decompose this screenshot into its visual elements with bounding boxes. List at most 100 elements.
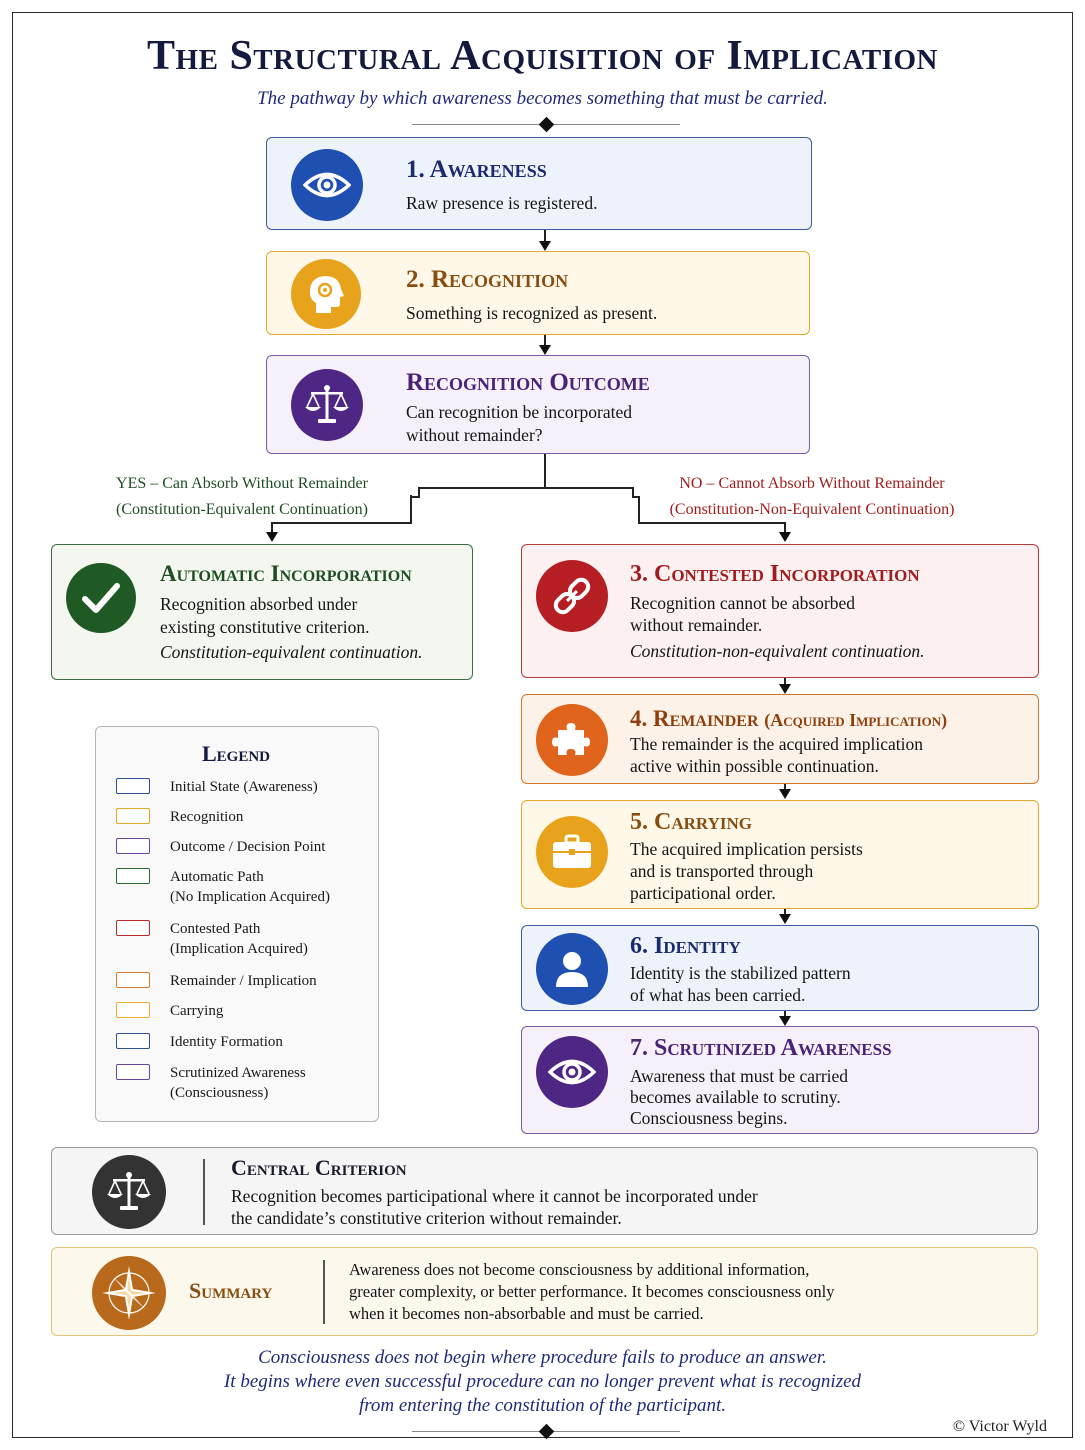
compass-star-icon: [92, 1256, 166, 1330]
legend-swatch: [116, 1064, 150, 1080]
scrutinized-title: 7. Scrutinized Awareness: [630, 1035, 892, 1061]
yes-branch-label: YES – Can Absorb Without Remainder (Cons…: [86, 471, 398, 523]
summary-text-line3: when it becomes non-absorbable and must …: [349, 1304, 704, 1323]
legend-label: Contested Path (Implication Acquired): [170, 921, 308, 957]
identity-text-line2: of what has been carried.: [630, 985, 806, 1005]
identity-box: 6. Identity Identity is the stabilized p…: [521, 925, 1039, 1011]
connector-line: [784, 678, 786, 685]
scrutinized-text-line1: Awareness that must be carried: [630, 1066, 849, 1086]
automatic-text-line3: Constitution-equivalent continuation.: [160, 642, 423, 662]
connector-line: [784, 909, 786, 915]
separator: [203, 1159, 205, 1225]
scrutinized-text-line3: Consciousness begins.: [630, 1108, 788, 1128]
connector-line: [632, 487, 634, 497]
legend-label: Automatic Path (No Implication Acquired): [170, 869, 330, 905]
remainder-title-suffix: (Acquired Implication): [764, 710, 948, 730]
connector-line: [638, 522, 786, 524]
remainder-text-line1: The remainder is the acquired implicatio…: [630, 734, 924, 754]
awareness-title: 1. Awareness: [406, 156, 547, 183]
no-branch-line1: NO – Cannot Absorb Without Remainder: [679, 475, 945, 492]
page-subtitle: The pathway by which awareness becomes s…: [257, 88, 828, 109]
carrying-box: 5. Carrying The acquired implication per…: [521, 800, 1039, 909]
remainder-title-main: 4. Remainder: [630, 706, 759, 731]
scales-icon: [92, 1155, 166, 1229]
remainder-box: 4. Remainder (Acquired Implication) The …: [521, 694, 1039, 784]
carrying-title: 5. Carrying: [630, 809, 752, 835]
scales-icon: [291, 369, 363, 441]
legend-swatch: [116, 868, 150, 884]
carrying-text-line2: and is transported through: [630, 861, 814, 881]
no-branch-line2: (Constitution-Non-Equivalent Continuatio…: [669, 501, 955, 518]
connector-line: [638, 496, 640, 523]
remainder-title: 4. Remainder (Acquired Implication): [630, 706, 947, 732]
briefcase-icon: [536, 816, 608, 888]
carrying-text-line3: participational order.: [630, 883, 776, 903]
contested-text-line1: Recognition cannot be absorbed: [630, 593, 856, 613]
carrying-text-line1: The acquired implication persists: [630, 839, 863, 859]
summary-box: Summary Awareness does not become consci…: [51, 1247, 1038, 1336]
contested-title: 3. Contested Incorporation: [630, 561, 920, 587]
connector-line: [784, 784, 786, 790]
footer-quote-line2: It begins where even successful procedur…: [223, 1371, 862, 1392]
yes-branch-line2: (Constitution-Equivalent Continuation): [116, 501, 368, 518]
footer-quote-line3: from entering the constitution of the pa…: [358, 1395, 727, 1416]
legend-swatch: [116, 920, 150, 936]
connector-line: [784, 522, 786, 532]
outcome-text-line2: without remainder?: [406, 425, 543, 445]
scrutinized-text-line2: becomes available to scrutiny.: [630, 1087, 841, 1107]
awareness-text: Raw presence is registered.: [406, 193, 598, 213]
connector-line: [418, 487, 420, 497]
central-text-line1: Recognition becomes participational wher…: [231, 1186, 758, 1206]
legend-label: Outcome / Decision Point: [170, 839, 326, 855]
legend-swatch: [116, 1002, 150, 1018]
connector-line: [544, 230, 546, 242]
identity-title: 6. Identity: [630, 933, 741, 959]
arrow-down-icon: [539, 345, 551, 355]
footer-quote-line1: Consciousness does not begin where proce…: [258, 1347, 827, 1368]
outcome-text-line1: Can recognition be incorporated: [406, 402, 632, 422]
connector-line: [418, 487, 634, 489]
eye-icon: [536, 1036, 608, 1108]
legend-title: Legend: [201, 741, 271, 766]
connector-line: [544, 335, 546, 346]
arrow-down-icon: [779, 789, 791, 799]
legend-swatch: [116, 1033, 150, 1049]
recognition-box: 2. Recognition Something is recognized a…: [266, 251, 810, 335]
outcome-box: Recognition Outcome Can recognition be i…: [266, 355, 810, 454]
central-title: Central Criterion: [231, 1155, 407, 1180]
legend-swatch: [116, 972, 150, 988]
yes-branch-line1: YES – Can Absorb Without Remainder: [116, 475, 368, 492]
scrutinized-awareness-box: 7. Scrutinized Awareness Awareness that …: [521, 1026, 1039, 1134]
awareness-box: 1. Awareness Raw presence is registered.: [266, 137, 812, 230]
outcome-title: Recognition Outcome: [406, 369, 650, 396]
connector-line: [271, 522, 273, 532]
recognition-title: 2. Recognition: [406, 266, 569, 293]
central-criterion-box: Central Criterion Recognition becomes pa…: [51, 1147, 1038, 1235]
head-mind-icon: [291, 259, 361, 329]
connector-line: [272, 522, 412, 524]
central-text-line2: the candidate’s constitutive criterion w…: [231, 1208, 622, 1228]
legend-swatch: [116, 838, 150, 854]
remainder-text-line2: active within possible continuation.: [630, 756, 879, 776]
legend-label: Identity Formation: [170, 1034, 283, 1050]
summary-title: Summary: [189, 1278, 273, 1303]
connector-line: [410, 496, 420, 498]
summary-text-line2: greater complexity, or better performanc…: [349, 1282, 835, 1301]
arrow-down-icon: [779, 532, 791, 542]
legend-label: Scrutinized Awareness (Consciousness): [170, 1065, 306, 1101]
connector-line: [544, 454, 546, 488]
arrow-down-icon: [779, 914, 791, 924]
legend-panel: Legend Initial State (Awareness) Recogni…: [95, 726, 379, 1122]
automatic-text-line2: existing constitutive criterion.: [160, 617, 370, 637]
legend-swatch: [116, 778, 150, 794]
copyright-text: © Victor Wyld: [952, 1418, 1047, 1435]
broken-link-icon: [536, 560, 608, 632]
legend-label: Remainder / Implication: [170, 973, 317, 989]
eye-icon: [291, 149, 363, 221]
puzzle-icon: [536, 704, 608, 776]
separator: [323, 1260, 325, 1324]
arrow-down-icon: [539, 241, 551, 251]
arrow-down-icon: [779, 684, 791, 694]
connector-line: [410, 495, 412, 522]
automatic-text-line1: Recognition absorbed under: [160, 594, 358, 614]
